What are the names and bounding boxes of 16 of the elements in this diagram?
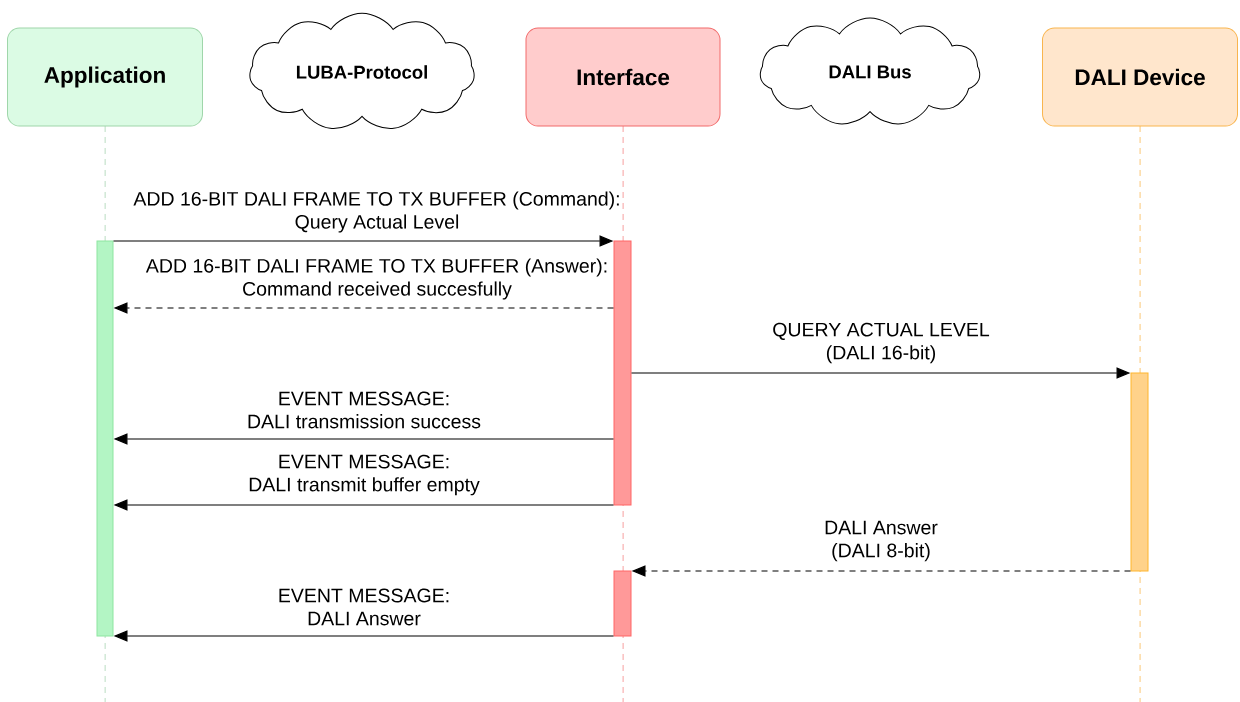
- activation-bar: [96, 240, 114, 637]
- participant-box: Application: [7, 27, 203, 127]
- cloud: DALI Bus: [759, 17, 981, 125]
- edge-label: ADD 16-BIT DALI FRAME TO TX BUFFER (Command): Query Actual Level: [133, 191, 619, 233]
- edge-label: QUERY ACTUAL LEVEL (DALI 16-bit): [773, 322, 990, 364]
- edge-label: ADD 16-BIT DALI FRAME TO TX BUFFER (Answer): Command received succesfully: [145, 258, 607, 300]
- activation-bar: [613, 240, 632, 506]
- activation-bar: [1130, 372, 1149, 572]
- edge-label: EVENT MESSAGE: DALI Answer: [279, 588, 449, 626]
- participant-box: Interface: [525, 27, 721, 127]
- activation-bar: [613, 570, 632, 637]
- edge-label: EVENT MESSAGE: DALI transmission success: [248, 391, 481, 429]
- edge-label: EVENT MESSAGE: DALI transmit buffer empty: [249, 454, 480, 496]
- participant-box: DALI Device: [1042, 27, 1238, 127]
- cloud: LUBA-Protocol: [249, 12, 475, 129]
- edge-label: DALI Answer (DALI 8-bit): [825, 520, 938, 562]
